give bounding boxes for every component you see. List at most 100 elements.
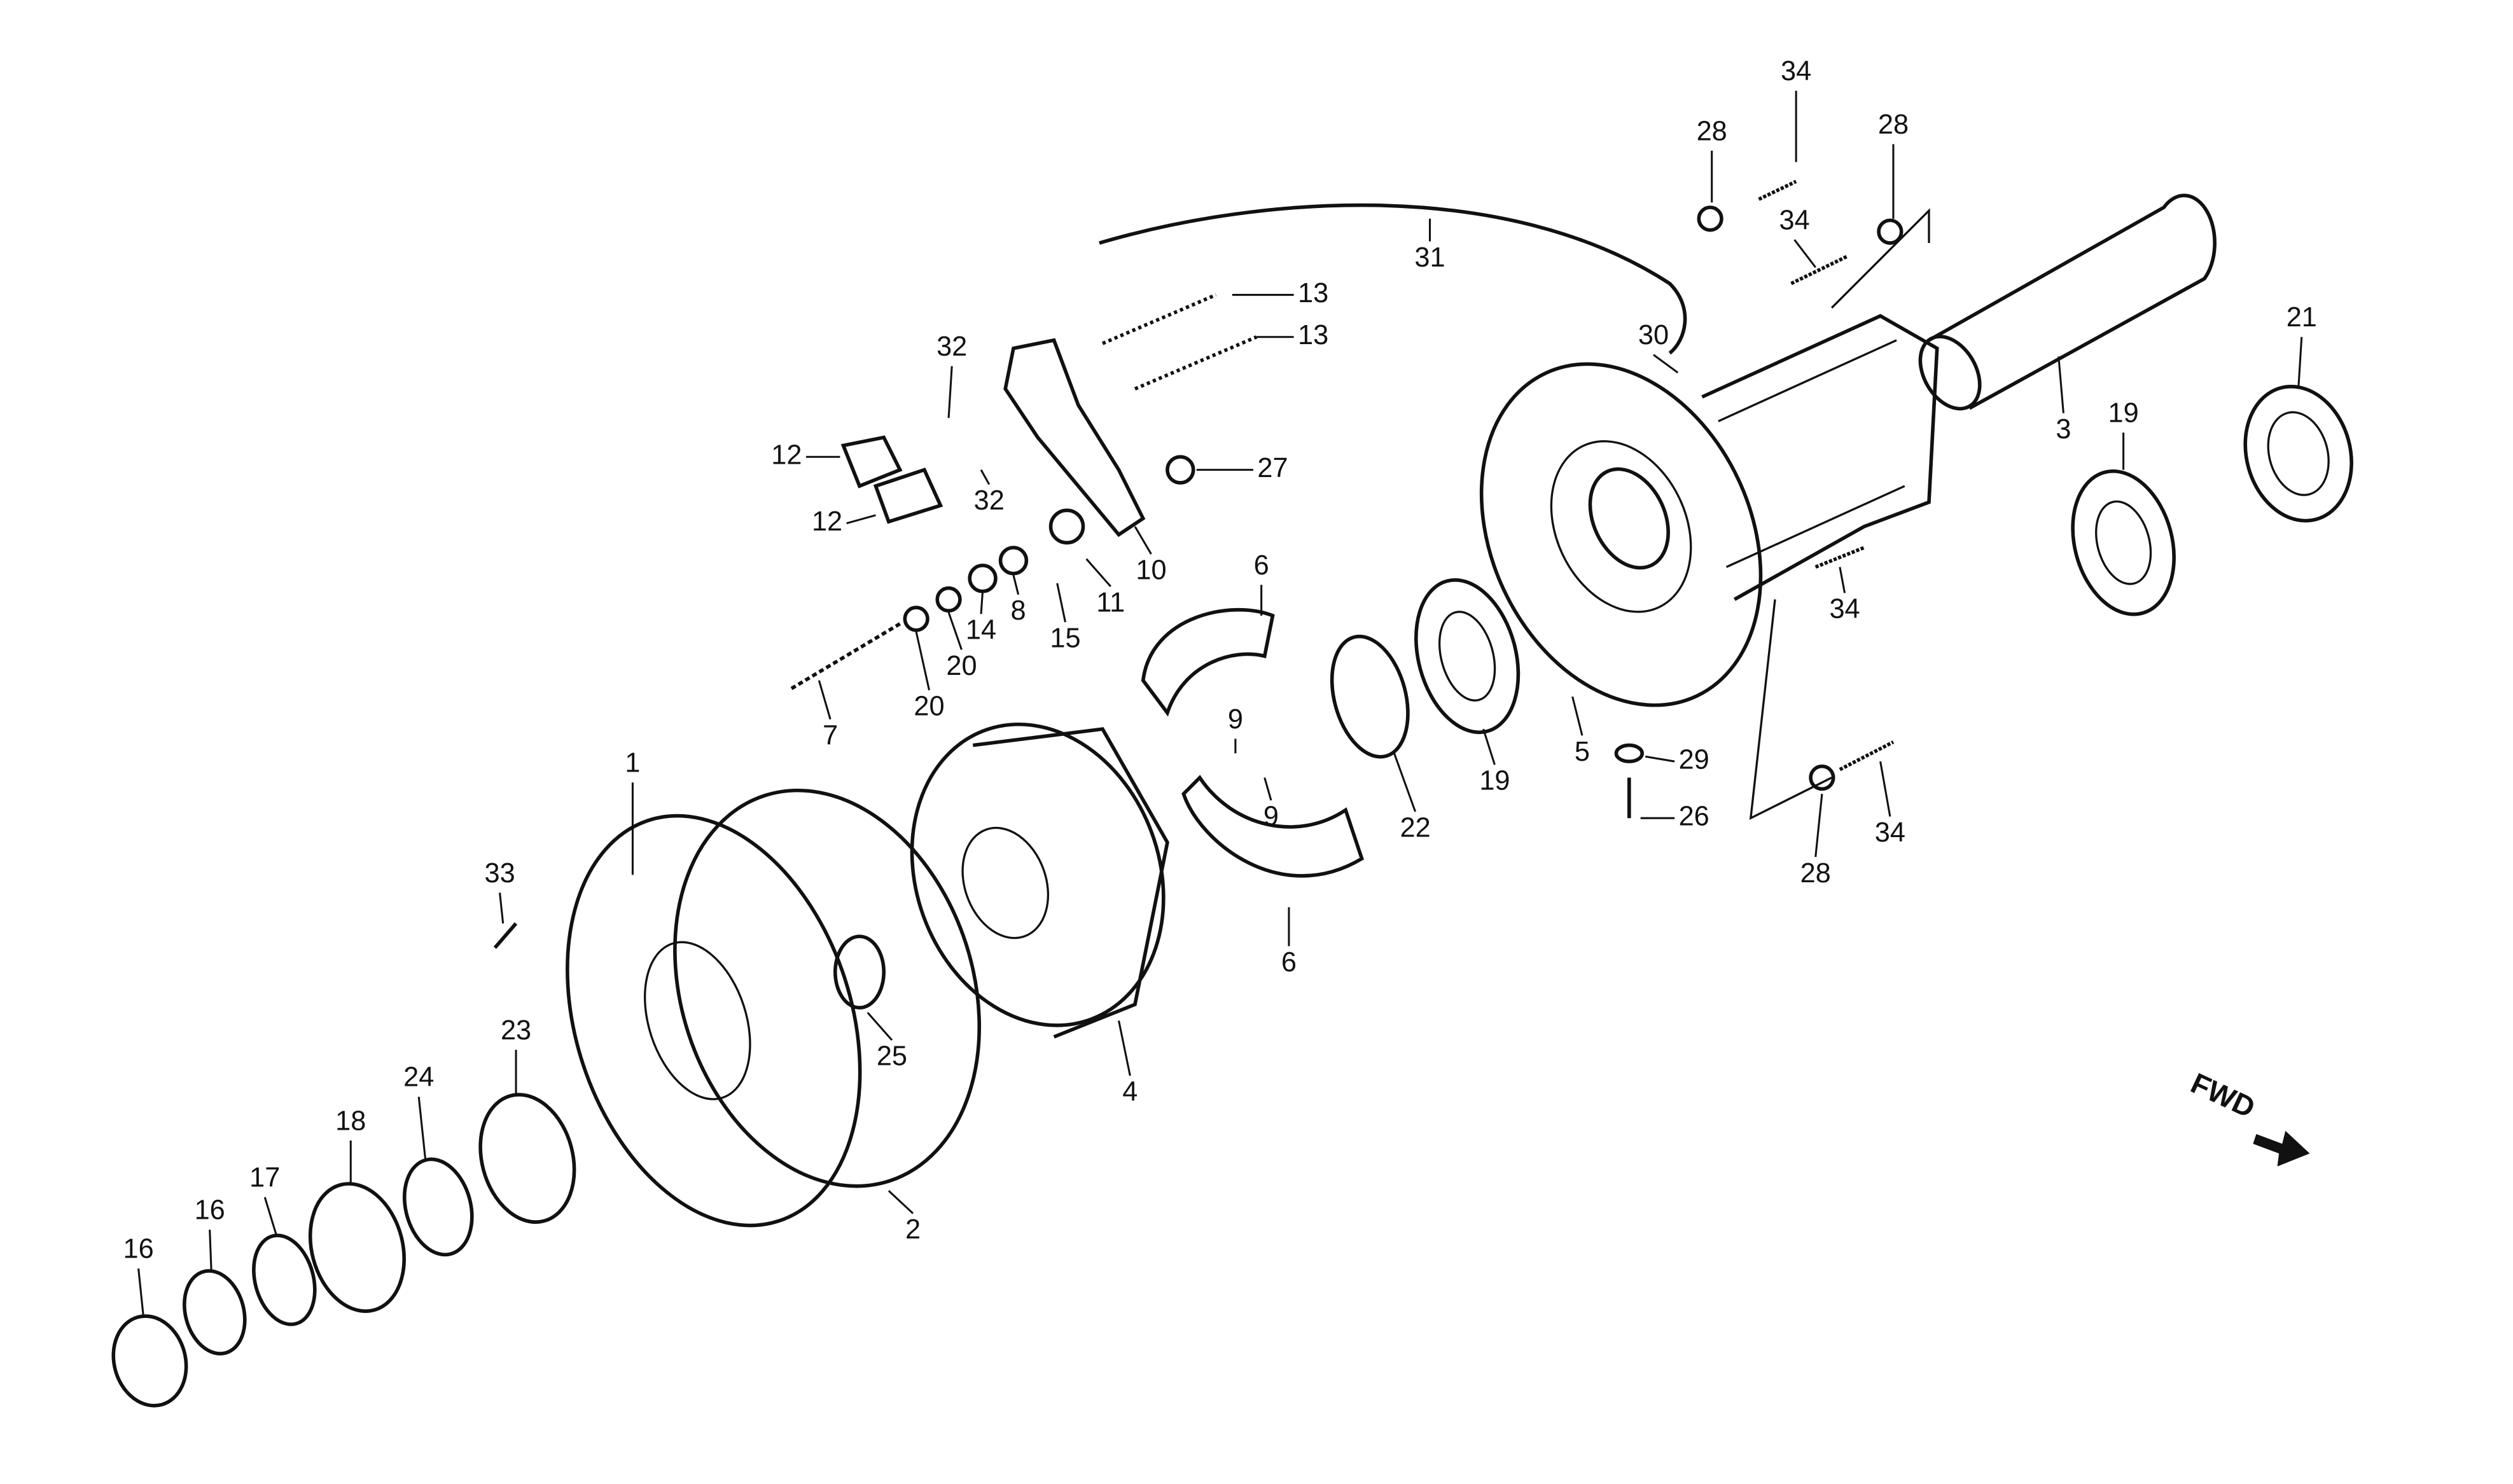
callout-20: 20 — [914, 691, 944, 721]
leader-line — [980, 469, 991, 485]
callout-30: 30 — [1638, 320, 1669, 350]
callout-2: 2 — [905, 1214, 921, 1245]
washer — [308, 1182, 407, 1314]
leader-line — [137, 1268, 144, 1316]
callout-12: 12 — [771, 440, 802, 471]
bearing — [1414, 578, 1521, 735]
nut — [183, 1269, 247, 1356]
leader-line — [1653, 354, 1679, 374]
callout-34: 34 — [1829, 594, 1860, 625]
callout-19: 19 — [1479, 766, 1510, 796]
washer — [252, 1233, 317, 1326]
callout-5: 5 — [1575, 737, 1590, 767]
leader-line — [915, 631, 931, 691]
callout-34: 34 — [1779, 205, 1810, 235]
callout-6: 6 — [1254, 550, 1269, 581]
brake-shoes — [1141, 607, 1364, 878]
brake-cable — [1099, 203, 1687, 355]
leader-line — [417, 1097, 426, 1159]
leader-line — [1393, 752, 1417, 812]
bolt — [1814, 546, 1865, 569]
leader-line — [1482, 728, 1496, 765]
leader-line — [2057, 356, 2064, 413]
leader-line — [1571, 696, 1584, 736]
washer — [1809, 764, 1835, 791]
o-ring — [833, 934, 886, 1010]
oil-seal — [478, 1093, 576, 1224]
oil-seal — [1330, 634, 1410, 759]
adjuster-rod — [790, 622, 901, 690]
callout-15: 15 — [1050, 623, 1080, 653]
nut — [903, 606, 929, 632]
callout-26: 26 — [1679, 801, 1709, 832]
callout-20: 20 — [946, 651, 977, 681]
leader-line — [1793, 239, 1816, 268]
axle-sleeve — [1918, 193, 2217, 411]
fwd-label: FWD — [2186, 1067, 2260, 1124]
nut — [111, 1314, 188, 1408]
callout-7: 7 — [823, 720, 838, 751]
callout-12: 12 — [812, 506, 842, 537]
fwd-indicator: FWD — [2186, 1067, 2310, 1167]
callout-19: 19 — [2108, 398, 2139, 428]
leader-line — [1134, 525, 1152, 555]
callout-16: 16 — [195, 1195, 225, 1226]
callout-28: 28 — [1800, 858, 1831, 889]
leader-line — [1118, 1020, 1131, 1076]
callout-29: 29 — [1679, 745, 1709, 775]
leader-line — [1085, 558, 1111, 588]
leader-line — [2297, 336, 2303, 389]
callout-28: 28 — [1878, 109, 1909, 140]
callout-23: 23 — [501, 1015, 531, 1046]
callout-33: 33 — [484, 858, 515, 889]
washer — [1877, 218, 1904, 245]
callout-10: 10 — [1136, 555, 1166, 586]
callout-27: 27 — [1257, 453, 1288, 483]
callout-9: 9 — [1228, 704, 1243, 735]
spacer — [402, 1157, 474, 1257]
callout-22: 22 — [1400, 812, 1431, 843]
callout-16: 16 — [123, 1234, 154, 1265]
leader-line — [1012, 574, 1020, 595]
leader-line — [818, 680, 832, 720]
bearing — [2071, 469, 2176, 616]
nut — [935, 586, 962, 613]
callout-1: 1 — [625, 748, 640, 779]
brake-panel — [1479, 314, 1939, 707]
fwd-arrow-icon — [2253, 1130, 2310, 1167]
wing-bolt — [873, 468, 943, 524]
callout-13: 13 — [1298, 320, 1328, 350]
leader-line — [1263, 777, 1272, 801]
leader-line — [846, 514, 876, 525]
nut — [1166, 455, 1195, 485]
callout-21: 21 — [2287, 302, 2317, 333]
leader-line — [1056, 583, 1066, 623]
leader-line — [888, 1189, 914, 1214]
callout-8: 8 — [1011, 595, 1026, 626]
leader-line — [1645, 755, 1675, 763]
callout-13: 13 — [1298, 278, 1328, 309]
callout-24: 24 — [403, 1062, 434, 1093]
part-drawings — [111, 179, 2353, 1408]
leader-line — [499, 892, 505, 924]
callout-18: 18 — [335, 1106, 366, 1136]
gasket — [673, 788, 982, 1188]
leader-line — [867, 1011, 893, 1041]
return-springs — [1101, 293, 1258, 391]
oil-seal — [2243, 384, 2353, 523]
callout-28: 28 — [1697, 116, 1727, 146]
callout-34: 34 — [1781, 56, 1811, 87]
brake-cam — [1048, 508, 1085, 545]
callout-4: 4 — [1122, 1077, 1138, 1107]
hub-cover — [566, 814, 862, 1228]
leader-line — [947, 366, 953, 419]
leader-line — [980, 591, 984, 614]
washer — [968, 564, 998, 593]
callout-31: 31 — [1414, 242, 1445, 273]
callout-11: 11 — [1096, 587, 1125, 618]
leader-line — [1814, 793, 1823, 857]
callout-32: 32 — [974, 485, 1005, 516]
leader-line — [947, 612, 963, 650]
